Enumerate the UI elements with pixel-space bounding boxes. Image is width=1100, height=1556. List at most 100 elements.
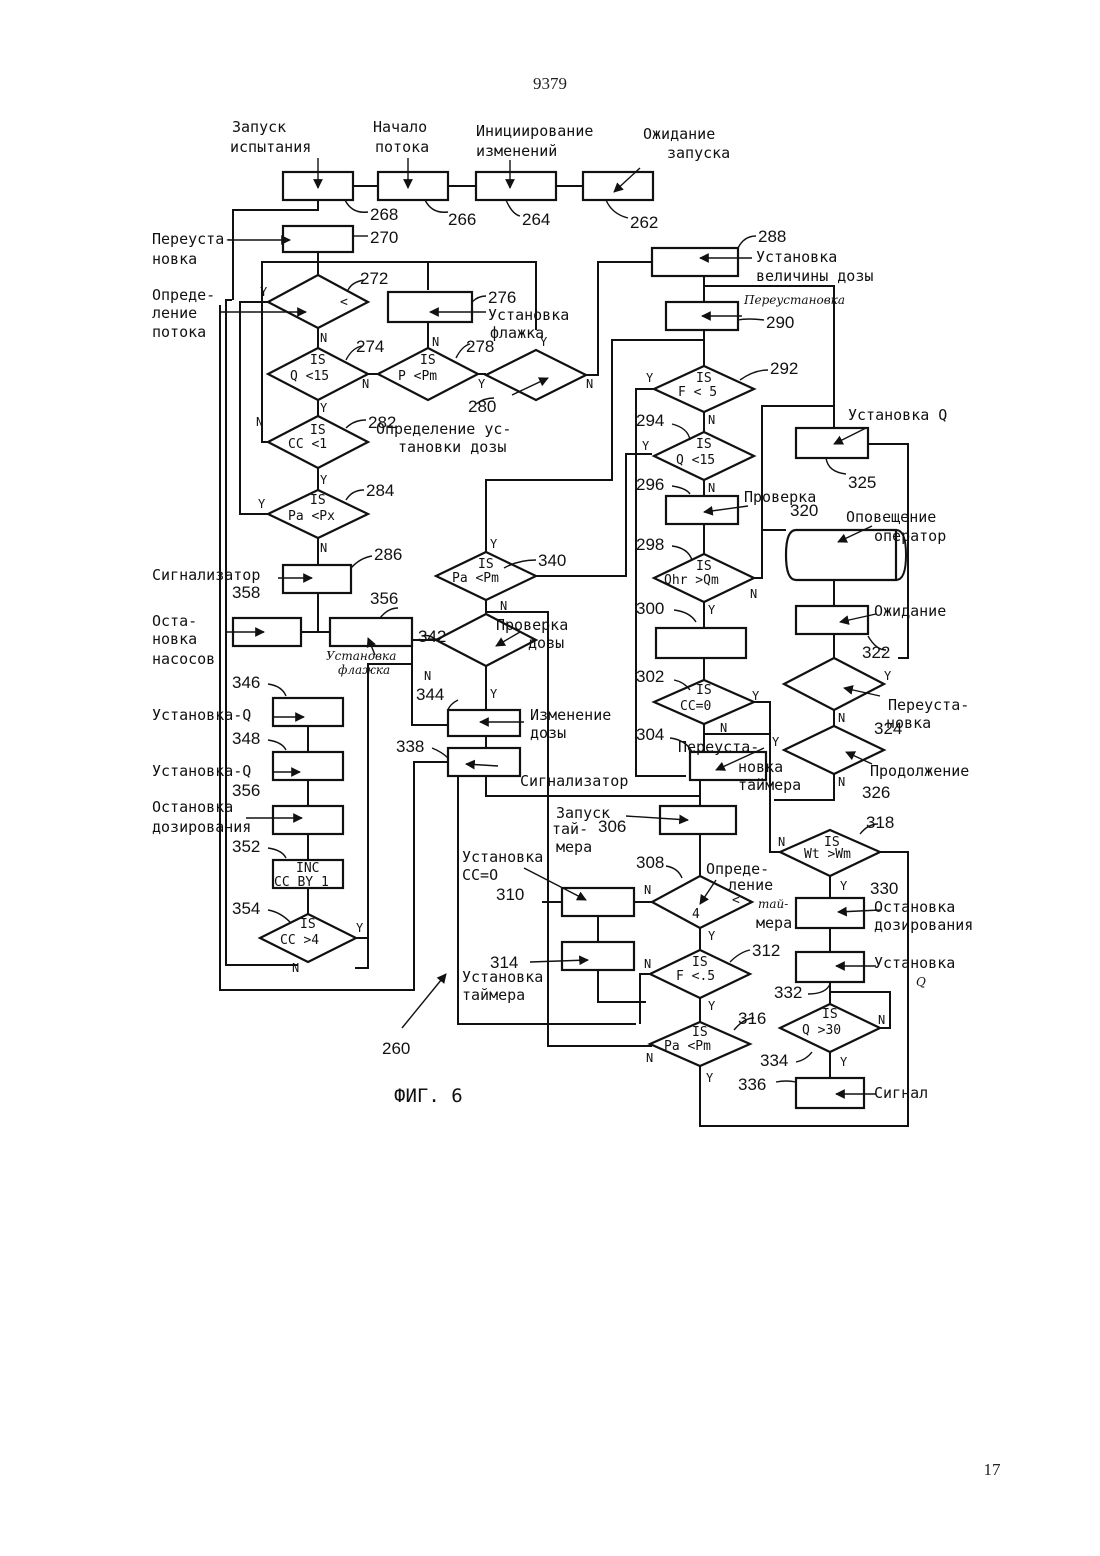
decision-280-dose-setting: [486, 350, 586, 400]
cond-298-b: Qhr >Qm: [664, 573, 719, 588]
ref-294: 294: [636, 411, 664, 430]
cond-316-a: IS: [692, 1025, 708, 1040]
box-344-dose-change: [448, 710, 520, 736]
label-set-flag-356-2: флажка: [338, 663, 390, 677]
ref-272: 272: [360, 269, 388, 288]
svg-text:Pa <Pm: Pa <Pm: [664, 1039, 711, 1054]
ref-302: 302: [636, 667, 664, 686]
ref-276: 276: [488, 288, 516, 307]
svg-text:N: N: [500, 599, 507, 613]
svg-text:Установка-Q: Установка-Q: [152, 762, 251, 780]
svg-text:Pa <Pm: Pa <Pm: [452, 571, 499, 586]
svg-text:<: <: [732, 893, 740, 908]
svg-text:Y: Y: [884, 669, 892, 683]
label-set-cc0-2: CC=O: [462, 866, 498, 884]
svg-text:Переуста-: Переуста-: [678, 738, 759, 756]
label-flow-det-3: потока: [152, 323, 206, 341]
cond-302-b: CC=0: [680, 699, 711, 714]
label-set-flag-356-1: Установка: [326, 649, 396, 663]
svg-text:CC=O: CC=O: [462, 866, 498, 884]
cond-292-b: F < 5: [678, 385, 717, 400]
box-314-set-timer: [562, 942, 634, 970]
cond-340-a: IS: [478, 557, 494, 572]
cond-334-b: Q >30: [802, 1023, 841, 1038]
svg-text:Установка: Установка: [462, 968, 543, 986]
ref-320: 320: [790, 501, 818, 520]
svg-text:Y: Y: [646, 371, 654, 385]
cond-292-a: IS: [696, 371, 712, 386]
label-timer-det-3: тай-: [758, 897, 788, 911]
svg-text:Q <15: Q <15: [676, 453, 715, 468]
svg-text:дозирования: дозирования: [874, 916, 973, 934]
svg-text:Продолжение: Продолжение: [870, 762, 969, 780]
cond-274-a: IS: [310, 353, 326, 368]
svg-text:Установка: Установка: [326, 649, 396, 663]
ref-344: 344: [416, 685, 444, 704]
svg-text:таймера: таймера: [462, 986, 525, 1004]
box-332-set-q: [796, 952, 864, 982]
box-310-set-cc0: [562, 888, 634, 916]
cond-298-a: IS: [696, 559, 712, 574]
label-dose-change-1: Изменение: [530, 706, 611, 724]
svg-text:Сигнализатор: Сигнализатор: [152, 566, 260, 584]
label-start-timer-2: тай-: [552, 820, 588, 838]
box-356-stop-dosing: [273, 806, 343, 834]
box-288-dose-value: [652, 248, 738, 276]
svg-text:IS: IS: [696, 683, 712, 698]
svg-text:насосов: насосов: [152, 650, 215, 668]
label-stop-dosing-356-1: Остановка: [152, 798, 233, 816]
ref-312: 312: [752, 941, 780, 960]
svg-text:IS: IS: [420, 353, 436, 368]
label-wait-322: Ожидание: [874, 602, 946, 620]
label-reset-timer-3: таймера: [738, 776, 801, 794]
svg-text:N: N: [838, 775, 845, 789]
svg-text:N: N: [720, 721, 727, 735]
svg-text:Остановка: Остановка: [152, 798, 233, 816]
ref-356b: 356: [232, 781, 260, 800]
svg-text:Запуск: Запуск: [232, 118, 286, 136]
cond-354-a: IS: [300, 917, 316, 932]
label-signal-336: Сигнал: [874, 1084, 928, 1102]
svg-text:дозы: дозы: [530, 724, 566, 742]
svg-text:N: N: [646, 1051, 653, 1065]
box-296-check: [666, 496, 738, 524]
ref-300: 300: [636, 599, 664, 618]
label-reset-timer-2: новка: [738, 758, 783, 776]
label-init-changes-2: изменений: [476, 142, 557, 160]
cond-274-b: Q <15: [290, 369, 329, 384]
svg-text:N: N: [708, 481, 715, 495]
svg-text:Pa <Px: Pa <Px: [288, 509, 335, 524]
svg-text:оператор: оператор: [874, 527, 946, 545]
label-stop-pumps-3: насосов: [152, 650, 215, 668]
cond-284-b: Pa <Px: [288, 509, 335, 524]
cond-312-a: IS: [692, 955, 708, 970]
svg-text:IS: IS: [692, 1025, 708, 1040]
ref-338: 338: [396, 737, 424, 756]
label-set-q-325: Установка Q: [848, 406, 947, 424]
svg-text:N: N: [778, 835, 785, 849]
svg-text:Y: Y: [490, 687, 498, 701]
cond-302-a: IS: [696, 683, 712, 698]
label-notify-320-2: оператор: [874, 527, 946, 545]
svg-text:N: N: [586, 377, 593, 391]
label-timer-det-4: мера: [756, 914, 792, 932]
label-set-flag-276-2: флажка: [490, 324, 544, 342]
label-start-test-1: Запуск: [232, 118, 286, 136]
decision-272-flow: [268, 275, 368, 328]
svg-text:новка: новка: [738, 758, 783, 776]
label-flow-start-2: потока: [375, 138, 429, 156]
svg-text:Переустановка: Переустановка: [743, 293, 845, 307]
cond-278-b: P <Pm: [398, 369, 437, 384]
svg-text:CC BY 1: CC BY 1: [274, 875, 329, 890]
label-reset-270-1: Переуста-: [152, 230, 233, 248]
box-346-set-q: [273, 698, 343, 726]
svg-text:CC >4: CC >4: [280, 933, 319, 948]
label-init-changes-1: Инициирование: [476, 122, 593, 140]
svg-text:Y: Y: [478, 377, 486, 391]
svg-text:Y: Y: [258, 497, 266, 511]
label-set-q-346: Установка-Q: [152, 706, 251, 724]
label-set-timer-314-1: Установка: [462, 968, 543, 986]
cond-354-b: CC >4: [280, 933, 319, 948]
label-set-timer-314-2: таймера: [462, 986, 525, 1004]
svg-text:Ожидание: Ожидание: [874, 602, 946, 620]
